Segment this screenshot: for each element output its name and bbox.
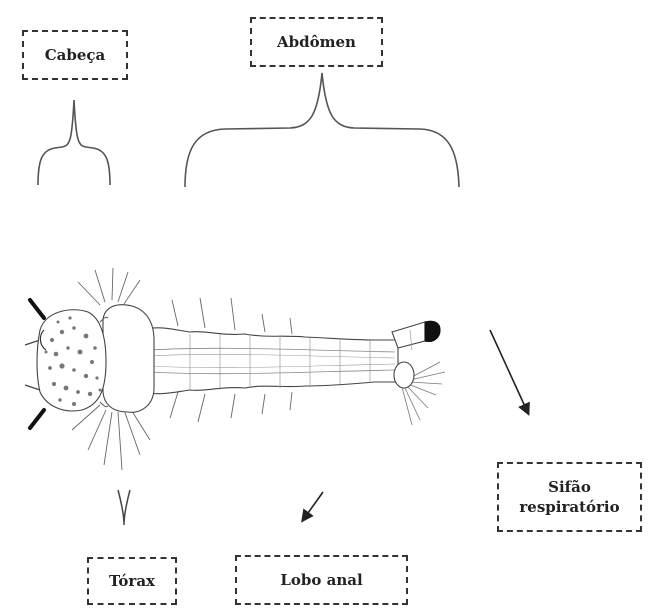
head-shape — [37, 310, 106, 411]
abdomen-brace — [185, 73, 459, 187]
label-thorax: Tórax — [87, 557, 177, 605]
antenna — [30, 410, 44, 428]
label-abdomen: Abdômen — [250, 17, 383, 67]
thorax-pointer — [118, 490, 130, 525]
anal-lobe-arrow — [303, 492, 323, 520]
siphon-arrow — [490, 330, 528, 413]
label-siphon-line1: Sifão — [548, 477, 591, 497]
label-abdomen-text: Abdômen — [277, 32, 356, 52]
label-respiratory-siphon: Sifão respiratório — [497, 462, 642, 532]
label-siphon-line2: respiratório — [519, 497, 619, 517]
label-anal-lobe: Lobo anal — [235, 555, 408, 605]
siphon-tip — [425, 321, 440, 341]
head-brace — [38, 100, 110, 185]
mosquito-larva — [25, 268, 445, 470]
label-thorax-text: Tórax — [109, 571, 155, 591]
label-anal-lobe-text: Lobo anal — [280, 570, 362, 590]
abdomen-shape — [142, 328, 398, 394]
label-head: Cabeça — [22, 30, 128, 80]
anal-lobe-shape — [394, 362, 414, 388]
thorax-shape — [103, 305, 154, 412]
label-head-text: Cabeça — [45, 45, 106, 65]
antenna — [30, 300, 44, 318]
